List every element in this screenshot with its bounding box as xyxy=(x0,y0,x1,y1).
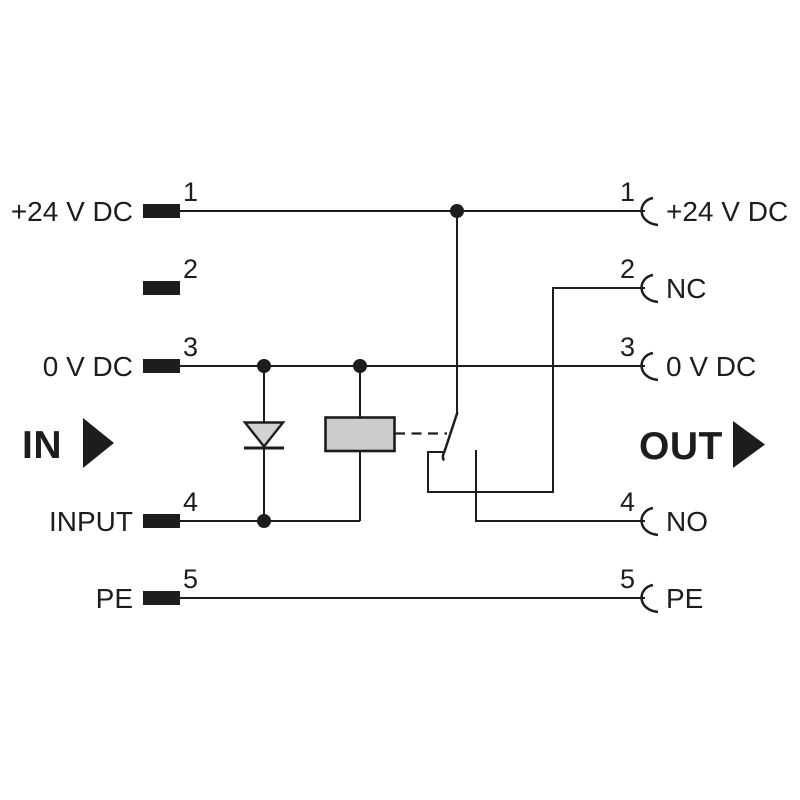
terminal-socket-right-2 xyxy=(640,273,659,304)
terminal-number-right-3: 3 xyxy=(620,332,635,362)
terminal-number-right-4: 4 xyxy=(620,487,635,517)
terminal-socket-right-3 xyxy=(640,351,659,382)
terminal-number-left-1: 1 xyxy=(183,177,198,207)
out-label: OUT xyxy=(639,425,723,468)
terminal-pad-left-1 xyxy=(143,204,180,218)
terminal-number-left-5: 5 xyxy=(183,564,198,594)
terminal-number-right-1: 1 xyxy=(620,177,635,207)
terminal-number-left-2: 2 xyxy=(183,254,198,284)
out-arrow-icon xyxy=(733,421,765,468)
terminal-label-left-4: INPUT xyxy=(49,506,133,537)
wire-nc-contact xyxy=(427,287,645,493)
relay-coil-icon xyxy=(324,416,396,453)
switch-blade-icon xyxy=(441,411,459,462)
terminal-label-right-3: 0 V DC xyxy=(666,351,756,382)
terminal-label-right-5: PE xyxy=(666,583,703,614)
diode-icon xyxy=(242,421,286,450)
junction-dot xyxy=(353,359,367,373)
wire-no-contact xyxy=(475,450,645,522)
junction-dot xyxy=(257,514,271,528)
terminal-socket-right-5 xyxy=(640,583,659,614)
terminal-label-left-1: +24 V DC xyxy=(11,196,133,227)
terminal-label-right-2: NC xyxy=(666,273,706,304)
terminal-pad-left-5 xyxy=(143,591,180,605)
terminal-number-right-5: 5 xyxy=(620,564,635,594)
terminal-label-right-4: NO xyxy=(666,506,708,537)
terminal-pad-left-3 xyxy=(143,359,180,373)
terminal-label-right-1: +24 V DC xyxy=(666,196,788,227)
terminal-label-left-5: PE xyxy=(96,583,133,614)
junction-dot xyxy=(450,204,464,218)
terminal-pad-left-4 xyxy=(143,514,180,528)
in-arrow-icon xyxy=(83,418,114,468)
terminal-socket-right-4 xyxy=(640,506,659,537)
terminal-label-left-3: 0 V DC xyxy=(43,351,133,382)
terminal-number-right-2: 2 xyxy=(620,254,635,284)
junction-dot xyxy=(257,359,271,373)
terminal-socket-right-1 xyxy=(640,196,659,227)
terminal-pad-left-2 xyxy=(143,281,180,295)
terminal-number-left-4: 4 xyxy=(183,487,198,517)
in-label: IN xyxy=(22,424,62,467)
terminal-number-left-3: 3 xyxy=(183,332,198,362)
